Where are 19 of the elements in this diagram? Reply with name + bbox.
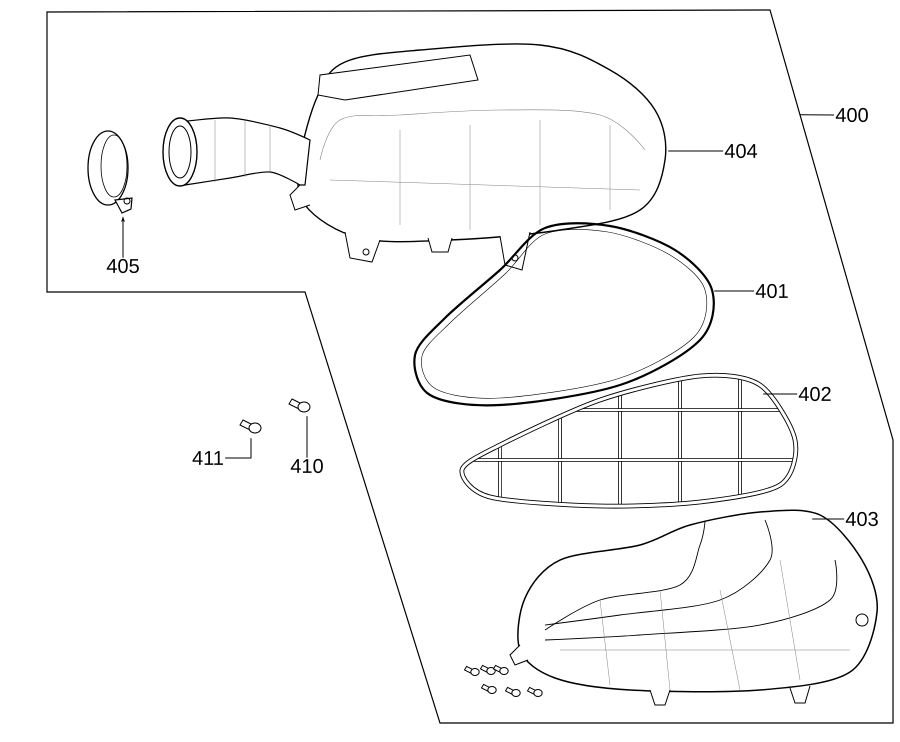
callout-number: 403 [846, 512, 878, 526]
callout-number: 401 [756, 284, 788, 298]
frame-outline [46, 9, 894, 724]
leader-line [224, 438, 252, 458]
callout-number: 411 [192, 451, 223, 465]
gasket-drawing [413, 222, 715, 406]
callout-number: 404 [724, 144, 758, 158]
leader-line [306, 416, 308, 458]
hose-clamp-drawing [87, 130, 133, 214]
leader-line [714, 290, 755, 292]
leader-line [800, 114, 835, 116]
filter-grid-drawing [460, 372, 798, 509]
leader-line [668, 150, 724, 152]
callout-number: 405 [106, 258, 139, 274]
callout-number: 402 [798, 386, 831, 402]
leader-line [812, 518, 845, 520]
callout-number: 410 [290, 458, 323, 474]
callout-number: 400 [836, 108, 868, 122]
air-filter-housing-drawing [162, 43, 666, 271]
